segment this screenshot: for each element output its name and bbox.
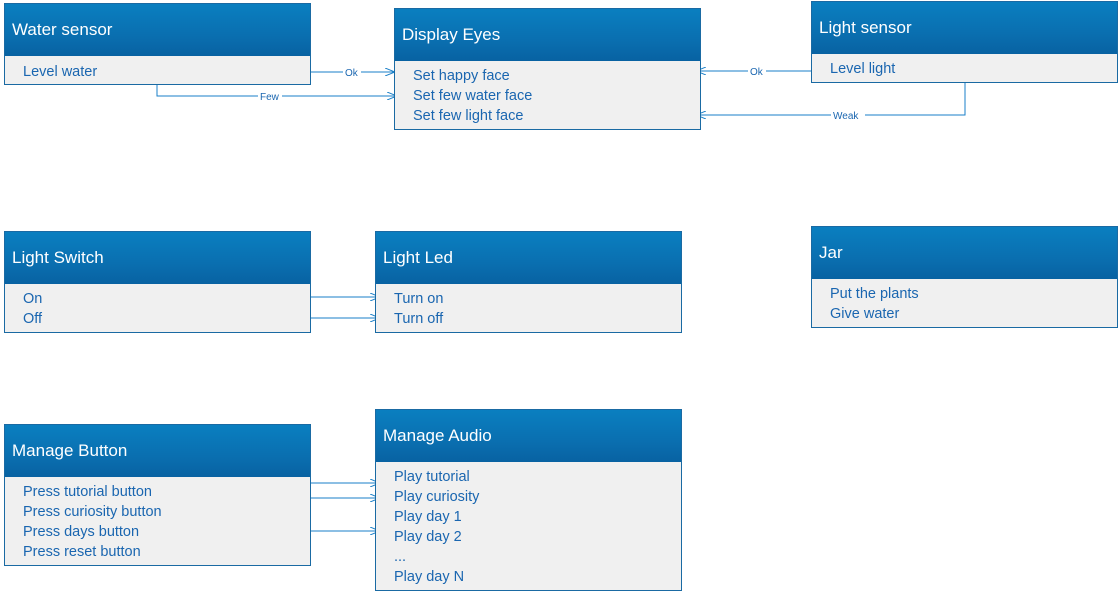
water-sensor-item: Level water bbox=[23, 64, 98, 80]
light-sensor-title: Light sensor bbox=[812, 2, 1117, 54]
light-switch-item: Off bbox=[23, 311, 43, 327]
manage-audio-title: Manage Audio bbox=[376, 410, 681, 462]
light-led-box: Light Led Turn on Turn off bbox=[375, 231, 682, 333]
light-sensor-item: Level light bbox=[830, 61, 896, 77]
light-switch-title: Light Switch bbox=[5, 232, 310, 284]
manage-button-item: Press tutorial button bbox=[23, 484, 152, 500]
manage-button-item: Press days button bbox=[23, 524, 140, 540]
edge-label-water-few: Few bbox=[260, 92, 280, 103]
manage-audio-item: Play day N bbox=[394, 569, 465, 585]
display-eyes-item: Set few water face bbox=[413, 88, 533, 104]
edge-label-light-ok: Ok bbox=[750, 67, 764, 78]
light-led-title: Light Led bbox=[376, 232, 681, 284]
light-switch-box: Light Switch On Off bbox=[4, 231, 311, 333]
manage-audio-item: ... bbox=[394, 549, 407, 565]
edge-light-weak bbox=[697, 80, 966, 115]
manage-audio-item: Play day 2 bbox=[394, 529, 462, 545]
edge-label-light-weak: Weak bbox=[833, 111, 859, 122]
light-sensor-box: Light sensor Level light bbox=[811, 1, 1118, 83]
display-eyes-title: Display Eyes bbox=[395, 9, 700, 61]
edge-label-water-ok: Ok bbox=[345, 68, 359, 79]
light-led-item: Turn off bbox=[394, 311, 444, 327]
jar-item: Put the plants bbox=[830, 286, 919, 302]
manage-button-item: Press reset button bbox=[23, 544, 141, 560]
light-led-item: Turn on bbox=[394, 291, 444, 307]
manage-button-box: Manage Button Press tutorial button Pres… bbox=[4, 424, 311, 566]
light-switch-item: On bbox=[23, 291, 43, 307]
manage-audio-item: Play curiosity bbox=[394, 489, 480, 505]
manage-audio-item: Play day 1 bbox=[394, 509, 462, 525]
jar-item: Give water bbox=[830, 306, 900, 322]
edge-water-few bbox=[156, 84, 396, 96]
display-eyes-item: Set few light face bbox=[413, 108, 524, 124]
display-eyes-box: Display Eyes Set happy face Set few wate… bbox=[394, 8, 701, 130]
display-eyes-item: Set happy face bbox=[413, 68, 510, 84]
manage-audio-box: Manage Audio Play tutorial Play curiosit… bbox=[375, 409, 682, 591]
jar-box: Jar Put the plants Give water bbox=[811, 226, 1118, 328]
manage-button-item: Press curiosity button bbox=[23, 504, 162, 520]
water-sensor-title: Water sensor bbox=[5, 4, 310, 56]
manage-audio-item: Play tutorial bbox=[394, 469, 470, 485]
water-sensor-box: Water sensor Level water bbox=[4, 3, 311, 85]
jar-title: Jar bbox=[812, 227, 1117, 279]
manage-button-title: Manage Button bbox=[5, 425, 310, 477]
